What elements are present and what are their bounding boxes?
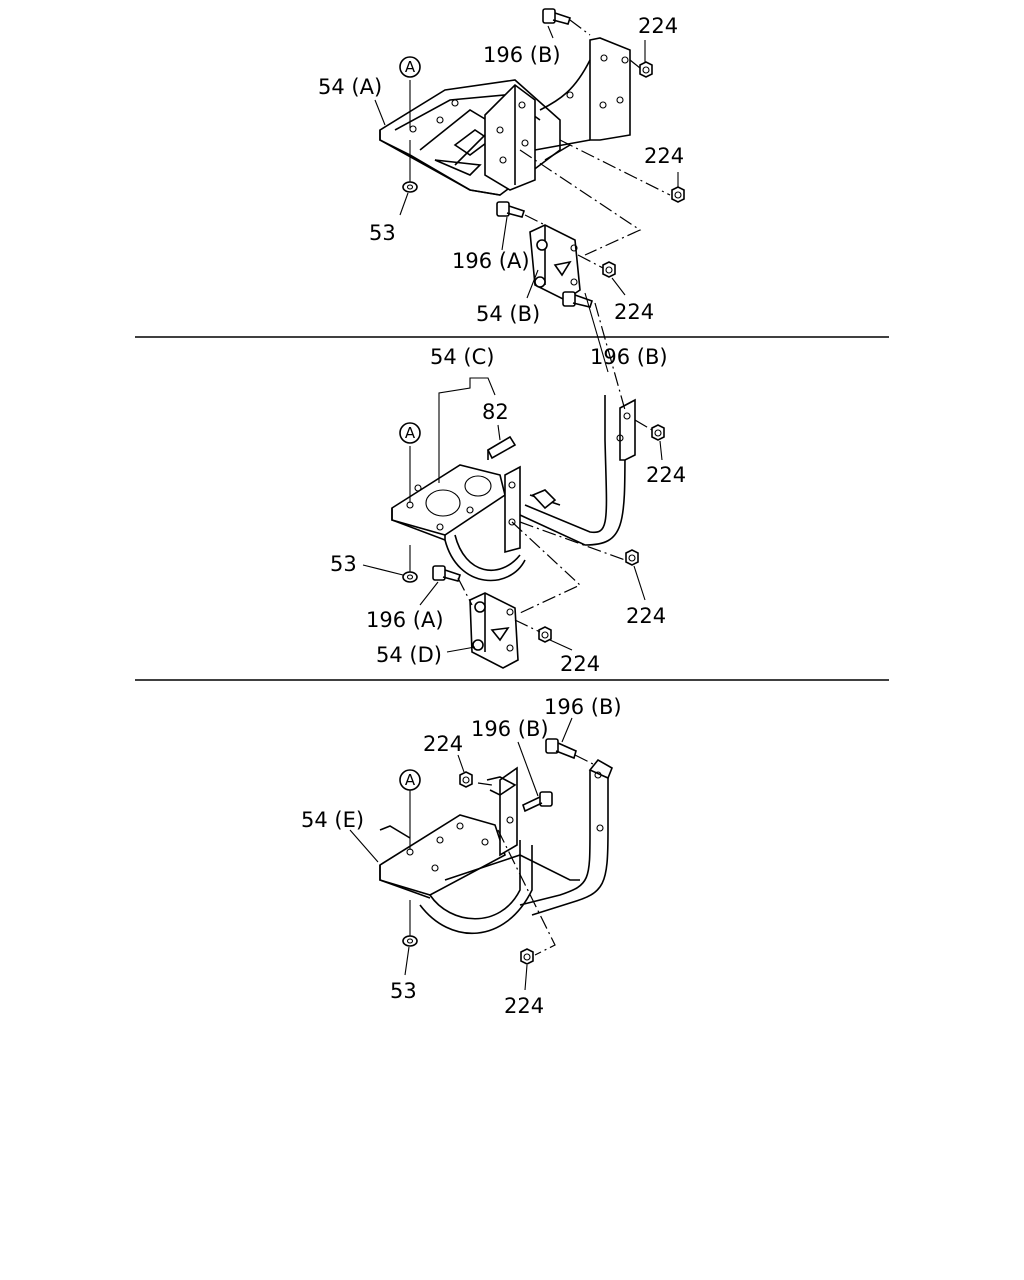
label-54b: 54 (B) xyxy=(476,302,540,326)
label-196a: 196 (A) xyxy=(452,249,530,273)
circle-ref-a-marker: A xyxy=(399,56,421,78)
nut-224-bottom-icon xyxy=(538,626,552,643)
label-224-top: 224 xyxy=(638,14,678,38)
label-224-bottom: 224 xyxy=(560,652,600,676)
circle-ref-a-label: A xyxy=(405,771,416,789)
label-54a: 54 (A) xyxy=(318,75,382,99)
circle-ref-a-label: A xyxy=(405,424,416,442)
label-54e: 54 (E) xyxy=(301,808,364,832)
label-196b: 196 (B) xyxy=(590,345,668,369)
bolt-196b-icon xyxy=(562,291,594,308)
washer-53-icon xyxy=(402,571,418,583)
bracket-54a-drawing xyxy=(379,37,631,196)
bolt-196a-icon xyxy=(432,565,462,582)
bracket-54e-drawing xyxy=(379,758,614,935)
panel-3: 196 (B) 224 196 (B) A 54 (E) 53 224 xyxy=(301,695,622,1018)
nut-224-bottom-icon xyxy=(520,948,534,965)
label-224-lower: 224 xyxy=(626,604,666,628)
label-196a: 196 (A) xyxy=(366,608,444,632)
label-224-right: 224 xyxy=(646,463,686,487)
label-196b-inner: 196 (B) xyxy=(471,717,549,741)
label-196b-outer: 196 (B) xyxy=(544,695,622,719)
bolt-196b-outer-icon xyxy=(545,738,577,760)
bracket-54b-drawing xyxy=(529,224,581,301)
label-53: 53 xyxy=(330,552,357,576)
panel-2: 54 (C) 196 (B) 82 A 224 53 224 196 (A) 5… xyxy=(330,291,686,676)
panel-1: 196 (B) 224 54 (A) A 224 53 196 (A) 54 (… xyxy=(318,8,685,326)
panel-1-leader-lines xyxy=(374,19,679,299)
label-196b: 196 (B) xyxy=(483,43,561,67)
bolt-196b-icon xyxy=(542,8,572,25)
bolt-196b-inner-icon xyxy=(486,776,553,813)
label-224-bottom: 224 xyxy=(504,994,544,1018)
washer-53-icon xyxy=(402,935,418,947)
bolt-196a-icon xyxy=(496,201,526,218)
nut-224-top-icon xyxy=(639,61,653,78)
bracket-54d-drawing xyxy=(469,592,519,669)
pad-82-icon xyxy=(486,435,517,460)
label-224-bottom: 224 xyxy=(614,300,654,324)
circle-ref-a-marker: A xyxy=(399,422,421,444)
bracket-54c-drawing xyxy=(391,395,636,582)
label-82: 82 xyxy=(482,400,509,424)
nut-224-right-icon xyxy=(651,424,665,441)
label-54d: 54 (D) xyxy=(376,643,442,667)
nut-224-bottom-icon xyxy=(602,261,616,278)
label-53: 53 xyxy=(390,979,417,1003)
nut-224-right-icon xyxy=(671,186,685,203)
nut-224-top-icon xyxy=(459,771,473,788)
label-54c: 54 (C) xyxy=(430,345,494,369)
nut-224-lower-icon xyxy=(625,549,639,566)
label-53: 53 xyxy=(369,221,396,245)
label-224-right: 224 xyxy=(644,144,684,168)
circle-ref-a-label: A xyxy=(405,58,416,76)
panel-2-leader-lines xyxy=(362,292,663,653)
circle-ref-a-marker: A xyxy=(399,769,421,791)
panel-3-leader-lines xyxy=(349,717,596,991)
label-224-top: 224 xyxy=(423,732,463,756)
washer-53-icon xyxy=(402,181,418,193)
